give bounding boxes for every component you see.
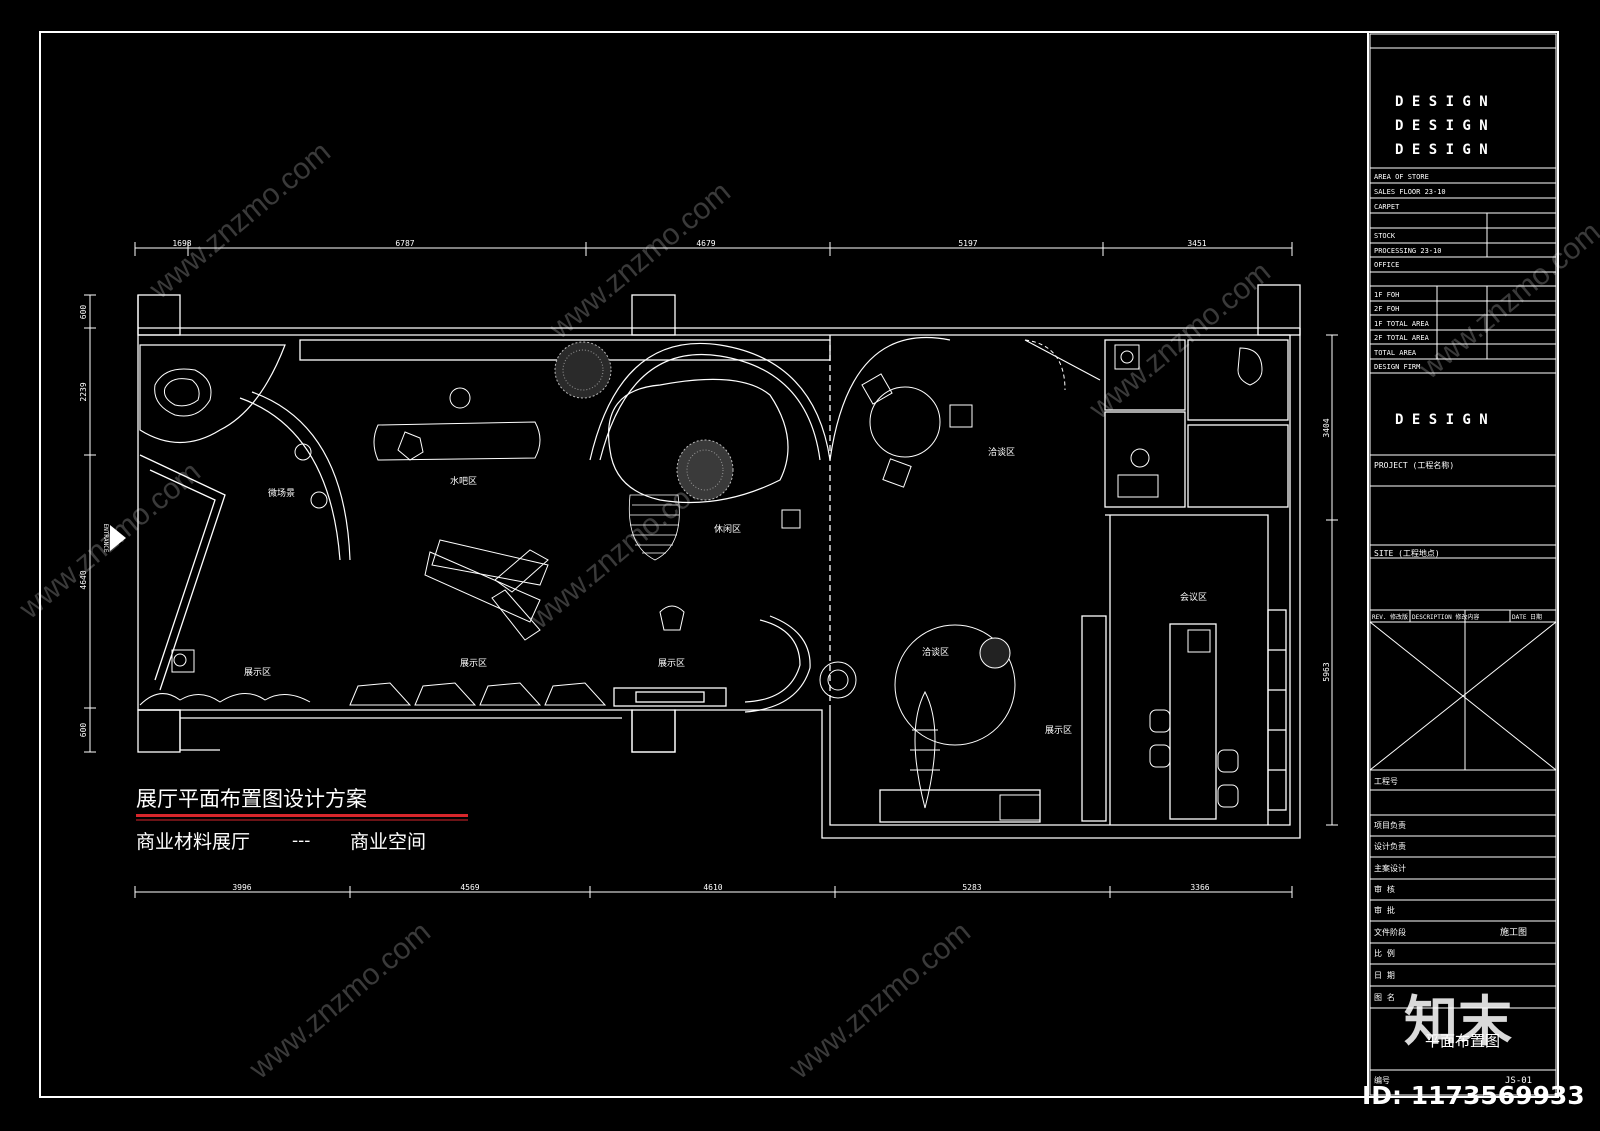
watermark: www.znzmo.com (143, 135, 337, 306)
dimension-label: 3404 (1322, 418, 1331, 437)
dimension-label: 5283 (962, 883, 981, 892)
room-label-water-bar: 水吧区 (450, 475, 477, 487)
dimension-label: 4610 (703, 883, 722, 892)
dimension-label: 1698 (172, 239, 191, 248)
tb-audit: 审 核 (1374, 884, 1395, 894)
tb-stock: STOCK (1374, 232, 1396, 240)
dimension-label: 4569 (460, 883, 479, 892)
room-label-display: 展示区 (1045, 725, 1072, 736)
dimension-label: 3451 (1187, 239, 1206, 248)
drawing-subtitle-separator: --- (292, 831, 310, 851)
room-label-micro: 微场景 (268, 487, 295, 499)
tb-project-manager: 项目负责 (1374, 820, 1406, 830)
display-boards (424, 539, 549, 641)
drawing-title: 展厅平面布置图设计方案 (136, 787, 367, 811)
hatched-chair (628, 494, 680, 561)
dimension-label: 5963 (1322, 662, 1331, 681)
top-dimension-line (134, 242, 1293, 256)
title-block-design: D E S I G N (1395, 118, 1488, 134)
left-dimension-line (84, 294, 96, 753)
title-block-design: D E S I G N (1395, 412, 1488, 428)
right-dimension-line (1326, 334, 1338, 826)
watermark: www.znzmo.com (1083, 255, 1277, 426)
display-scallops (139, 682, 607, 706)
entrance-arrow-icon (110, 525, 126, 551)
tb-scale: 比 例 (1374, 948, 1395, 958)
tb-site: SITE (工程地点) (1374, 548, 1440, 558)
dimension-label: 3996 (232, 883, 251, 892)
dimension-label: 5197 (958, 239, 977, 248)
room-label-lounge: 休闲区 (714, 523, 741, 535)
dimension-label: 2239 (79, 382, 88, 401)
tb-drawing-no: 工程号 (1374, 777, 1398, 786)
tb-1f-total: 1F TOTAL AREA (1374, 320, 1430, 328)
room-label-negotiation: 洽谈区 (988, 446, 1015, 458)
title-block (1369, 33, 1557, 1096)
stamp-logo: 知末 (1404, 990, 1512, 1053)
tb-number-label: 编号 (1374, 1075, 1390, 1085)
floor-plan-walls (137, 284, 1301, 839)
tb-2f: 2F FOH (1374, 305, 1399, 313)
dimension-label: 3366 (1190, 883, 1209, 892)
tb-date: DATE 日期 (1512, 613, 1542, 621)
tb-sheet-name: 图 名 (1374, 992, 1395, 1002)
tb-carpet: CARPET (1374, 203, 1400, 211)
watermark: www.znzmo.com (543, 175, 737, 346)
stamp-id: ID: 1173569933 (1362, 1081, 1585, 1110)
entrance-label: ENTRANCE (102, 524, 109, 553)
dimension-label: 4640 (79, 570, 88, 589)
tb-office: OFFICE (1374, 261, 1399, 269)
drawing-subtitle-left: 商业材料展厅 (136, 831, 250, 853)
tb-approve: 审 批 (1374, 905, 1395, 915)
curved-partitions (139, 336, 951, 713)
furniture (154, 339, 1263, 821)
title-block-design: D E S I G N (1395, 142, 1488, 158)
tb-processing: PROCESSING 23-10 (1374, 247, 1441, 255)
room-label-display: 展示区 (460, 658, 487, 669)
outer-frame (39, 31, 1559, 1098)
tb-2f-total: 2F TOTAL AREA (1374, 334, 1430, 342)
plants (554, 341, 1011, 669)
room-label-meeting: 会议区 (1180, 591, 1207, 603)
tb-sales-floor: SALES FLOOR 23-10 (1374, 188, 1446, 196)
dimension-label: 4679 (696, 239, 715, 248)
watermark-layer: www.znzmo.com www.znzmo.com www.znzmo.co… (13, 135, 1600, 1086)
tb-1f: 1F FOH (1374, 291, 1399, 299)
title-block-design: D E S I G N (1395, 94, 1488, 110)
room-label-display: 展示区 (244, 667, 271, 678)
tb-design-manager: 设计负责 (1374, 841, 1406, 851)
tb-project: PROJECT (工程名称) (1374, 460, 1454, 470)
tb-date-field: 日 期 (1374, 971, 1395, 980)
tb-file-stage: 文件阶段 (1374, 927, 1406, 937)
tb-sheet-number: JS-01 (1505, 1076, 1532, 1086)
bottom-dimension-line (134, 886, 1293, 898)
tb-total-area: TOTAL AREA (1374, 349, 1417, 357)
tb-chief-designer: 主案设计 (1374, 863, 1406, 873)
tb-area-of-store: AREA OF STORE (1374, 173, 1429, 181)
tb-description: DESCRIPTION 修改内容 (1412, 613, 1479, 621)
dimension-label: 600 (79, 305, 88, 320)
tb-construction: 施工图 (1500, 926, 1527, 938)
tb-sheet-title: 平面布置图 (1425, 1032, 1500, 1050)
watermark: www.znzmo.com (243, 915, 437, 1086)
dimension-label: 600 (79, 723, 88, 738)
drawing-subtitle-right: 商业空间 (350, 831, 426, 853)
tb-design-firm: DESIGN FIRM (1374, 363, 1420, 371)
tb-rev: REV. 修改版 (1372, 613, 1408, 621)
room-label-negotiation: 洽谈区 (922, 646, 949, 658)
dimension-label: 6787 (395, 239, 414, 248)
room-label-display: 展示区 (658, 658, 685, 669)
title-underline (136, 814, 468, 817)
watermark: www.znzmo.com (783, 915, 977, 1086)
